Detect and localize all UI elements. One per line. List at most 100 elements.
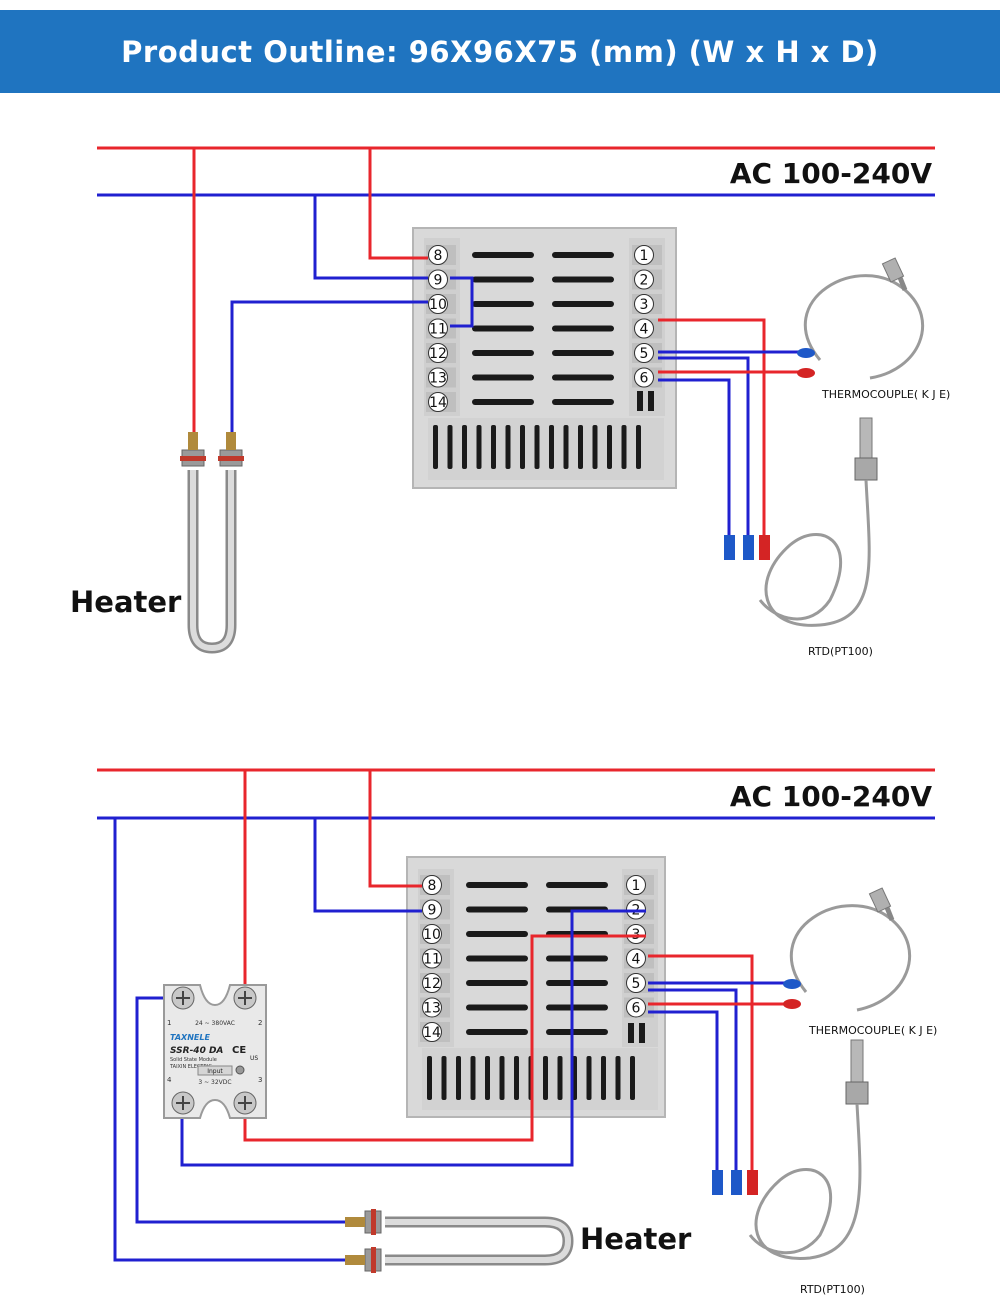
terminal-6: 6 bbox=[624, 997, 654, 1018]
neutral-wire-to-terminal-9 bbox=[313, 195, 428, 280]
rtd-label: RTD(PT100) bbox=[800, 1283, 865, 1296]
terminal-number: 11 bbox=[429, 322, 447, 338]
vent-slot bbox=[552, 374, 614, 381]
vent-slot bbox=[433, 425, 438, 469]
terminal-6: 6 bbox=[632, 367, 662, 388]
sensor-red-wire-4 bbox=[648, 954, 754, 1170]
page-title: Product Outline: 96X96X75 (mm) (W x H x … bbox=[121, 34, 879, 69]
ssr-pin-1: 1 bbox=[167, 1019, 171, 1027]
vent-slot bbox=[592, 425, 598, 469]
ssr-maker: TAIXIN ELECTRIC bbox=[169, 1064, 212, 1070]
sensor-blue-wire-6 bbox=[648, 1010, 719, 1170]
terminal-11: 11 bbox=[426, 318, 456, 339]
terminal-13: 13 bbox=[426, 367, 456, 388]
vent-slot bbox=[552, 350, 614, 356]
terminal-1: 1 bbox=[624, 875, 654, 895]
sensor-blue-wire-5b bbox=[648, 988, 738, 1170]
vent-slot bbox=[546, 1004, 608, 1011]
sensor-red-wire-4 bbox=[658, 318, 766, 535]
terminal-number: 8 bbox=[434, 248, 443, 264]
vent-slot bbox=[472, 276, 534, 283]
vent-slot bbox=[546, 882, 608, 888]
neutral-wire-to-heater bbox=[113, 818, 345, 1262]
terminal-number: 4 bbox=[632, 952, 641, 968]
terminal-number: 13 bbox=[429, 371, 447, 387]
heater-element bbox=[345, 1209, 574, 1273]
rtd-probe bbox=[712, 1039, 869, 1260]
vent-slot bbox=[427, 1056, 432, 1100]
control-wire-terminal-3 bbox=[243, 934, 646, 1142]
terminal-number: 1 bbox=[640, 248, 649, 264]
terminal-10: 10 bbox=[420, 924, 450, 944]
terminal-number: 6 bbox=[640, 371, 649, 387]
ssr-brand: TAXNELE bbox=[170, 1033, 210, 1042]
title-banner: Product Outline: 96X96X75 (mm) (W x H x … bbox=[0, 10, 1000, 93]
terminal-8: 8 bbox=[420, 875, 450, 895]
vent-slot bbox=[472, 350, 534, 356]
vent-slot bbox=[505, 425, 511, 469]
vent-slot bbox=[441, 1056, 447, 1100]
heater-label: Heater bbox=[70, 585, 182, 619]
vent-slot bbox=[470, 1056, 476, 1100]
vent-slot bbox=[552, 252, 614, 258]
vent-slot bbox=[466, 931, 528, 937]
terminal-number: 4 bbox=[640, 322, 649, 338]
supply-voltage-label: AC 100-240V bbox=[730, 157, 932, 190]
terminal-2: 2 bbox=[632, 269, 662, 290]
terminal-9: 9 bbox=[420, 899, 450, 920]
vent-slot bbox=[472, 399, 534, 405]
ssr-model: SSR-40 DA bbox=[170, 1046, 223, 1056]
terminal-number: 5 bbox=[640, 346, 649, 362]
terminal-number: 2 bbox=[640, 273, 649, 289]
front-vents bbox=[472, 252, 614, 405]
vent-slot bbox=[466, 906, 528, 913]
terminal-number: 12 bbox=[423, 976, 441, 992]
sensor-blue-wire-6 bbox=[658, 378, 731, 535]
terminal-9: 9 bbox=[426, 269, 456, 290]
terminal-4: 4 bbox=[632, 318, 662, 339]
terminal-number: 11 bbox=[423, 952, 441, 968]
terminal-number: 13 bbox=[423, 1001, 441, 1017]
terminal-number: 3 bbox=[640, 297, 649, 313]
vent-slot bbox=[466, 980, 528, 986]
ssr-pin-2: 2 bbox=[258, 1019, 262, 1027]
terminal-10: 10 bbox=[426, 294, 456, 314]
ssr-load-wire-to-heater bbox=[135, 996, 345, 1224]
vent-slot bbox=[586, 1056, 592, 1100]
vent-slot bbox=[549, 425, 554, 469]
vent-slot bbox=[491, 425, 496, 469]
vent-slot bbox=[466, 955, 528, 962]
vent-slot bbox=[630, 1056, 635, 1100]
terminal-number: 14 bbox=[423, 1025, 441, 1041]
terminal-number: 6 bbox=[632, 1001, 641, 1017]
vent-slot bbox=[578, 425, 583, 469]
thermocouple-probe bbox=[783, 887, 911, 1012]
terminal-number: 10 bbox=[429, 297, 447, 313]
terminal-number: 9 bbox=[434, 273, 443, 289]
vent-slot bbox=[466, 882, 528, 888]
heater-wire-from-terminal-10 bbox=[230, 300, 428, 440]
vent-slot bbox=[447, 425, 453, 469]
vent-slot bbox=[621, 425, 627, 469]
terminal-13: 13 bbox=[420, 997, 450, 1018]
vent-slot bbox=[636, 425, 641, 469]
vent-slot bbox=[563, 425, 569, 469]
vent-slot bbox=[546, 1029, 608, 1035]
vent-slot bbox=[466, 1004, 528, 1011]
vent-slot bbox=[472, 325, 534, 332]
supply-voltage-label: AC 100-240V bbox=[730, 780, 932, 813]
terminal-number: 8 bbox=[428, 878, 437, 894]
heater-label: Heater bbox=[580, 1222, 692, 1256]
terminal-5: 5 bbox=[632, 343, 662, 363]
terminal-4: 4 bbox=[624, 948, 654, 969]
terminal-12: 12 bbox=[420, 973, 450, 993]
vent-slot bbox=[499, 1056, 505, 1100]
terminal-number: 5 bbox=[632, 976, 641, 992]
solid-state-relay: 1 2 24 ~ 380VAC TAXNELE CE US SSR-40 DA … bbox=[163, 984, 267, 1119]
vent-slot bbox=[552, 276, 614, 283]
sensor-blue-wire-5b bbox=[658, 356, 750, 535]
